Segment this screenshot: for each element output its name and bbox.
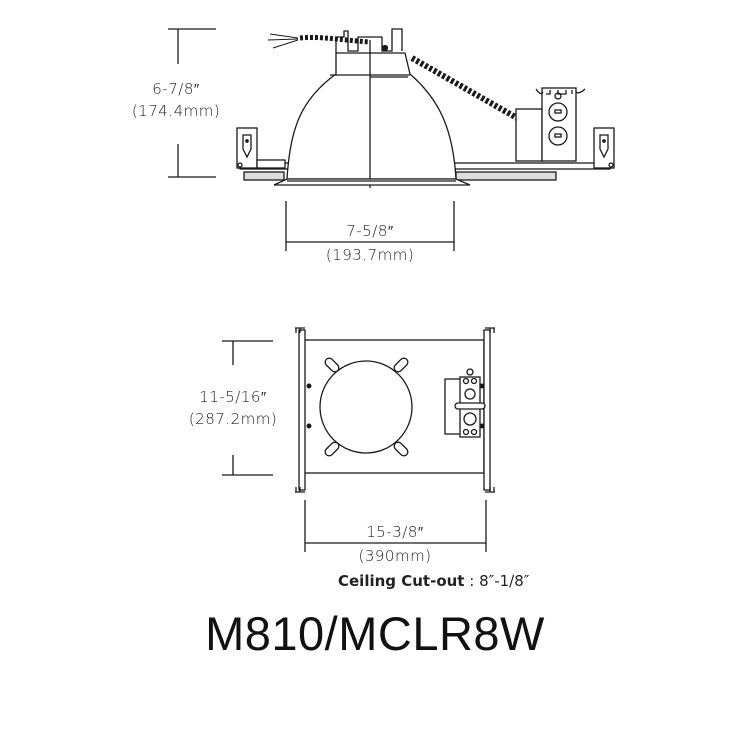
ceiling-cutout-separator: : — [464, 572, 480, 590]
top-height-imperial: 6-7/8″ — [152, 80, 200, 98]
ceiling-cutout-spec: Ceiling Cut-out : 8″-1/8″ — [338, 572, 529, 590]
plan-width-dimension: 15-3/8″ (390mm) — [325, 521, 465, 567]
top-width-dimension: 7-5/8″ (193.7mm) — [300, 220, 440, 266]
ceiling-cutout-label: Ceiling Cut-out — [338, 572, 465, 590]
plan-width-imperial: 15-3/8″ — [366, 523, 424, 541]
top-height-metric: (174.4mm) — [131, 102, 221, 120]
plan-height-imperial: 11-5/16″ — [199, 388, 267, 406]
model-number: M810/MCLR8W — [205, 607, 545, 660]
plan-height-dimension: 11-5/16″ (287.2mm) — [182, 386, 284, 430]
top-width-imperial: 7-5/8″ — [346, 222, 394, 240]
plan-width-metric: (390mm) — [358, 547, 432, 565]
ceiling-cutout-value: 8″-1/8″ — [479, 572, 530, 590]
top-height-dimension: 6-7/8″ (174.4mm) — [124, 78, 228, 122]
plan-height-metric: (287.2mm) — [188, 410, 278, 428]
top-width-metric: (193.7mm) — [325, 246, 415, 264]
